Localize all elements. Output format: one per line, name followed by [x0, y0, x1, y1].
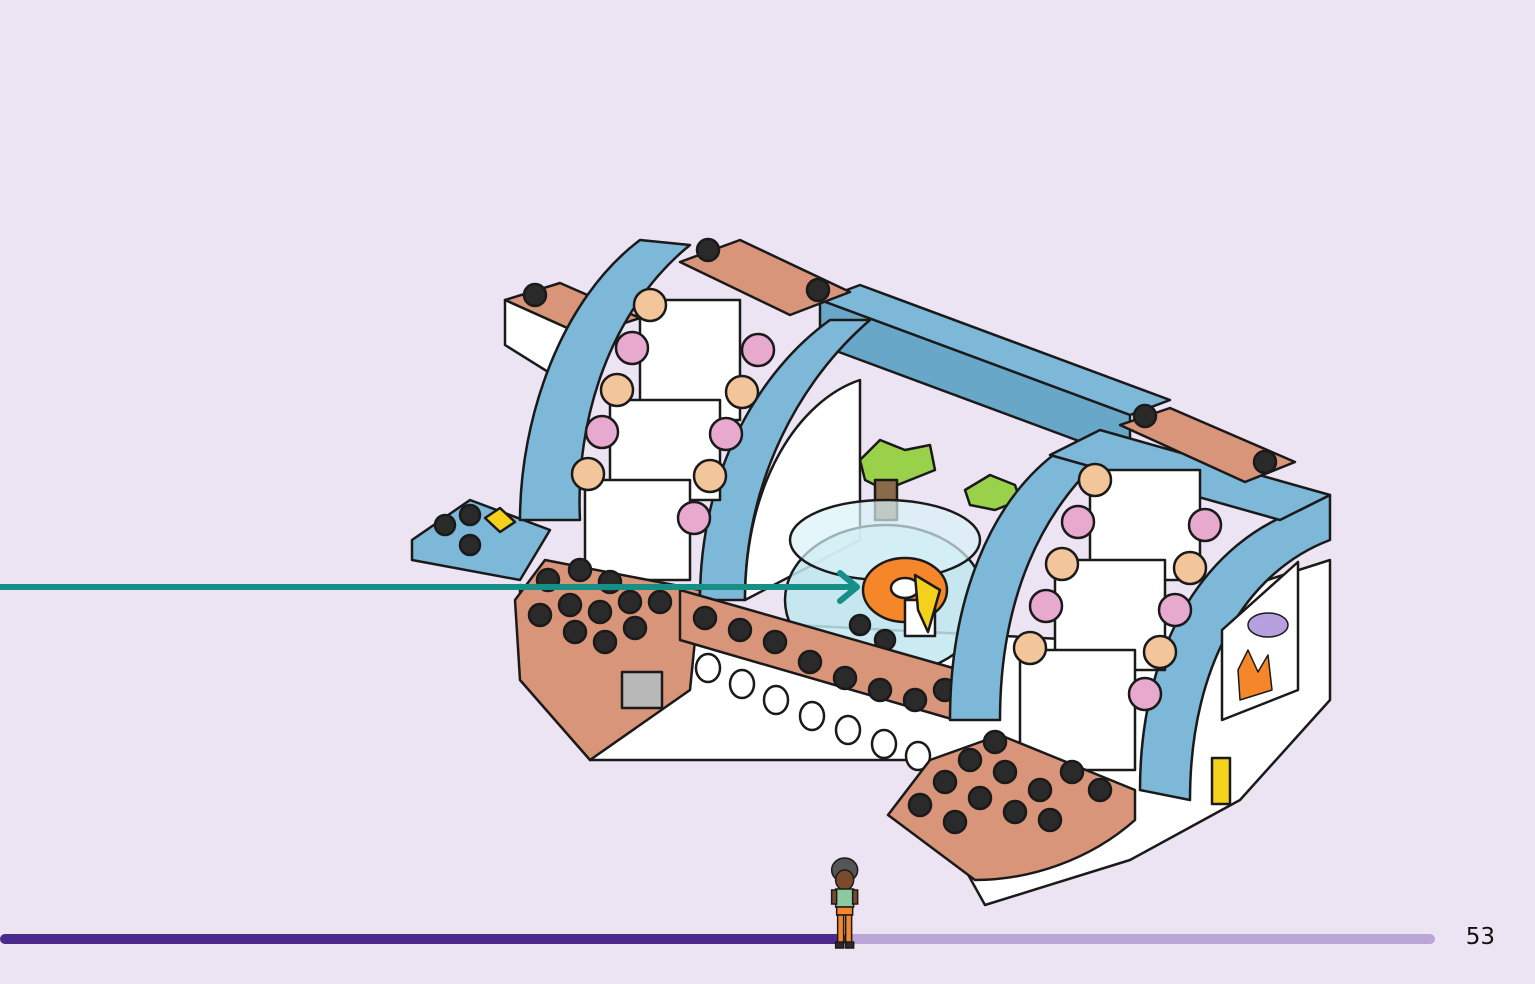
yellow-pipe	[1210, 756, 1232, 806]
plate-stud	[695, 237, 721, 263]
progress-bar	[0, 934, 1435, 944]
plate-stud	[805, 277, 831, 303]
bead-peach	[724, 374, 760, 410]
bead-peach	[1172, 550, 1208, 586]
tray-stud	[433, 513, 457, 537]
left-seat-back	[638, 298, 742, 422]
page-number: 53	[1466, 924, 1495, 950]
bead-pink	[614, 330, 650, 366]
sticker-coral	[1237, 649, 1273, 701]
bead-peach	[570, 456, 606, 492]
front-right-studs	[907, 729, 1113, 835]
tray-stud	[458, 533, 482, 557]
floor-stud	[527, 602, 553, 628]
bead-peach	[632, 287, 668, 323]
green-plant	[858, 438, 937, 492]
floor-stud	[557, 592, 583, 618]
floor-stud	[867, 677, 893, 703]
floor-stud	[832, 665, 858, 691]
bead-pink	[740, 332, 776, 368]
floor-stud	[592, 629, 618, 655]
floor-stud	[617, 589, 643, 615]
sticker-dolphin	[1247, 612, 1289, 638]
right-seat-front	[1018, 648, 1137, 772]
bead-pink	[1060, 504, 1096, 540]
lego-model-illustration	[410, 237, 1332, 907]
bead-pink	[676, 500, 712, 536]
bead-pink	[708, 416, 744, 452]
floor-stud	[622, 615, 648, 641]
bead-pink	[584, 414, 620, 450]
floor-stud	[587, 599, 613, 625]
bead-pink	[1187, 507, 1223, 543]
floor-stud	[762, 629, 788, 655]
tank-stud	[848, 613, 872, 637]
bead-peach	[1012, 630, 1048, 666]
tray-stud	[458, 503, 482, 527]
bead-peach	[692, 458, 728, 494]
bead-pink	[1028, 588, 1064, 624]
progress-fill	[0, 934, 847, 944]
hole-row	[694, 652, 932, 772]
minifigure-icon	[830, 857, 859, 949]
grey-connector	[620, 670, 664, 710]
bead-peach	[599, 372, 635, 408]
yellow-clip	[483, 506, 517, 534]
plate-stud	[1252, 449, 1278, 475]
teal-arrow-icon	[0, 570, 860, 604]
plate-stud	[522, 282, 548, 308]
yellow-horn	[913, 573, 942, 634]
plate-stud	[1132, 403, 1158, 429]
arrow-head	[837, 570, 860, 604]
bead-pink	[1157, 592, 1193, 628]
floor-stud	[567, 557, 593, 583]
floor-stud	[797, 649, 823, 675]
right-seat-mid	[1053, 558, 1167, 672]
floor-stud	[647, 589, 673, 615]
bead-peach	[1044, 546, 1080, 582]
floor-stud	[727, 617, 753, 643]
bead-peach	[1142, 634, 1178, 670]
floor-stud	[902, 687, 928, 713]
left-seat-front	[583, 478, 692, 582]
floor-stud	[692, 605, 718, 631]
bead-pink	[1127, 676, 1163, 712]
left-seat-mid	[608, 398, 722, 502]
bead-peach	[1077, 462, 1113, 498]
floor-stud	[562, 619, 588, 645]
